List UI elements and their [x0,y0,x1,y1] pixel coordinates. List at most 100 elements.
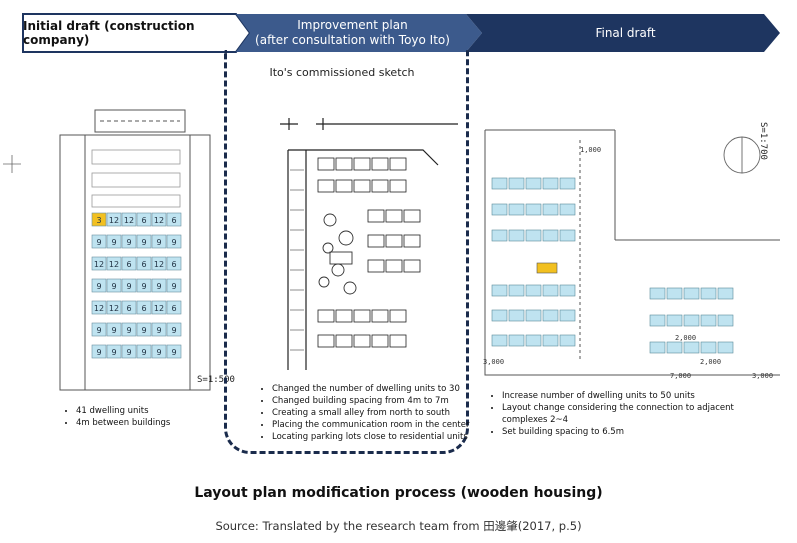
final-unit [542,334,559,347]
final-draft-plan [484,129,780,376]
ito-sketch [280,118,458,370]
final-unit [683,287,700,300]
initial-unit [136,256,152,271]
final-unit [508,334,525,347]
initial-unit [106,234,122,249]
final-unit [525,229,542,242]
initial-unit [121,300,137,315]
initial-unit-label: 9 [156,238,161,247]
initial-unit-label: 9 [171,326,176,335]
initial-unit [121,344,137,359]
final-unit [666,314,683,327]
initial-unit-label: 12 [109,304,119,313]
initial-unit-label: 12 [154,216,164,225]
initial-unit [166,256,182,271]
final-unit [717,341,734,354]
initial-note-item: 41 dwelling units [76,405,170,417]
sketch-unit [371,309,389,323]
sketch-unit [367,259,385,273]
initial-unit [151,278,167,293]
sketch-unit [403,234,421,248]
sketch-unit [403,259,421,273]
final-unit [525,203,542,216]
initial-unit [106,256,122,271]
initial-unit-label: 9 [141,326,146,335]
initial-unit [121,256,137,271]
initial-unit-label: 9 [111,282,116,291]
initial-unit-label: 6 [141,216,146,225]
initial-unit-label: 9 [141,238,146,247]
final-unit [649,314,666,327]
sketch-unit [353,334,371,348]
initial-unit-label: 9 [111,326,116,335]
initial-unit [91,278,107,293]
final-unit [542,177,559,190]
initial-unit [151,322,167,337]
final-unit [525,309,542,322]
initial-unit-label: 12 [154,260,164,269]
final-unit [508,229,525,242]
initial-unit [151,256,167,271]
initial-unit [166,212,182,227]
initial-unit-label: 12 [154,304,164,313]
initial-unit-label: 12 [94,260,104,269]
initial-unit-label: 9 [171,282,176,291]
sketch-unit [317,179,335,193]
initial-unit [91,300,107,315]
initial-unit-label: 6 [171,260,176,269]
initial-unit-label: 9 [111,348,116,357]
final-unit [525,284,542,297]
sketch-unit [385,209,403,223]
process-arrow-bar [22,13,780,53]
final-unit [666,287,683,300]
final-unit [491,203,508,216]
final-unit [525,334,542,347]
final-dimension-label: 7,000 [670,372,692,380]
improvement-note-item: Locating parking lots close to residenti… [272,431,469,443]
initial-unit-label: 6 [171,216,176,225]
initial-unit-label: 9 [141,282,146,291]
final-unit [491,284,508,297]
initial-unit-label: 6 [126,304,131,313]
initial-unit [136,234,152,249]
improvement-note-item: Placing the communication room in the ce… [272,419,469,431]
initial-unit [151,234,167,249]
sketch-unit [389,179,407,193]
sketch-unit [367,234,385,248]
improvement-arrow-shape [236,14,482,52]
header-improvement-line1: Improvement plan [297,18,408,32]
initial-unit [151,344,167,359]
final-dimension-label: 2,000 [700,358,722,366]
initial-unit-label: 9 [156,326,161,335]
final-unit [508,309,525,322]
initial-note-item: 4m between buildings [76,417,170,429]
improvement-plan-frame [224,50,469,454]
initial-unit-label: 9 [171,348,176,357]
improvement-note-item: Creating a small alley from north to sou… [272,407,469,419]
final-dimension-label: 3,000 [752,372,774,380]
final-unit [508,284,525,297]
final-unit [649,341,666,354]
initial-unit [166,322,182,337]
initial-unit [91,322,107,337]
sketch-unit [371,179,389,193]
header-initial-draft: Initial draft (construction company) [23,19,195,47]
sketch-title: Ito's commissioned sketch [269,66,415,79]
final-unit [491,334,508,347]
initial-unit [106,300,122,315]
final-unit [491,309,508,322]
final-unit [559,229,576,242]
initial-unit [91,344,107,359]
final-unit [683,314,700,327]
initial-notes-list: 41 dwelling units 4m between buildings [62,405,170,429]
initial-unit-label: 3 [96,216,101,225]
sketch-unit [385,259,403,273]
final-note-item: Increase number of dwelling units to 50 … [502,390,742,402]
header-improvement-line2: (after consultation with Toyo Ito) [255,33,450,47]
initial-unit-label: 9 [96,238,101,247]
north-arrow-icon [723,136,761,174]
final-unit [508,203,525,216]
final-unit [559,309,576,322]
initial-unit [106,322,122,337]
